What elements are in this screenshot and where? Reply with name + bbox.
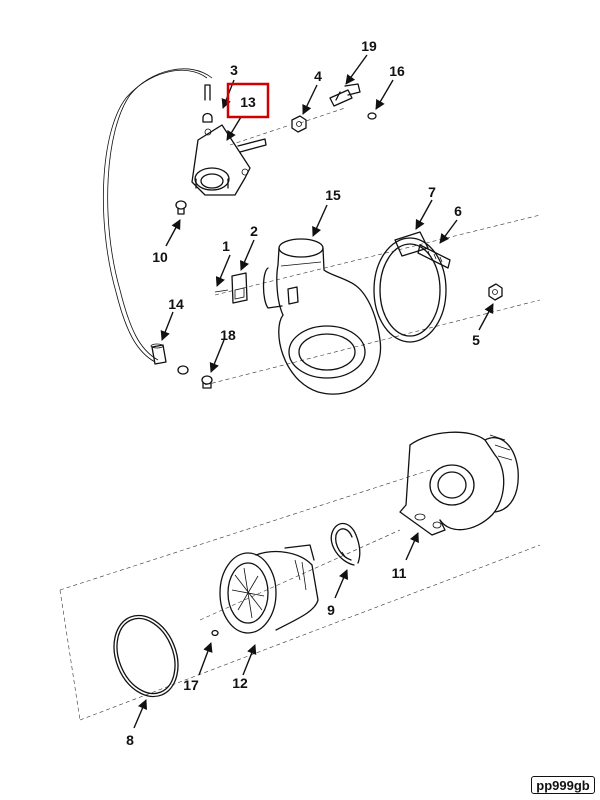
actuator-hose [107,68,213,361]
callout-6: 6 [454,203,462,219]
callout-13-highlight-box [226,82,270,119]
callout-8: 8 [126,732,134,748]
callout-15: 15 [325,187,341,203]
callout-3: 3 [230,62,238,78]
callout-1: 1 [222,238,230,254]
callout-13: 13 [240,94,256,110]
callout-11: 11 [392,565,407,581]
part-1-pin [214,289,229,293]
part-15-compressor-housing [262,238,382,395]
part-16-o-ring [367,112,377,120]
drawing-code-tag: pp999gb [531,776,595,794]
part-2-plate [231,272,248,304]
part-8-o-ring [113,614,179,698]
callout-19: 19 [361,38,377,54]
part-6-t-bolt [417,244,451,269]
callout-14: 14 [168,296,184,312]
part-14-sleeve [150,343,167,365]
callout-9: 9 [327,602,335,618]
callout-labels: 1 2 3 4 5 6 7 8 9 10 11 12 13 14 15 16 1… [126,38,480,748]
callout-12: 12 [232,675,248,691]
callout-2: 2 [250,223,258,239]
part-18-screws [177,365,213,389]
part-4-nut [291,115,307,133]
part-9-snap-ring [330,522,361,566]
callout-7: 7 [428,184,436,200]
part-5-nut [488,283,503,301]
assembly-guide-lines [59,107,541,721]
part-11-turbine-housing [399,431,519,536]
callout-18: 18 [220,327,236,343]
callout-16: 16 [389,63,405,79]
callout-10: 10 [152,249,168,265]
part-3-clip [202,84,213,123]
part-17-pin [211,629,219,637]
callout-5: 5 [472,332,480,348]
part-7-v-band-clamp [373,231,447,343]
leader-arrows [133,54,494,729]
callout-4: 4 [314,68,322,84]
callout-17: 17 [183,677,199,693]
part-12-rotor-assembly [219,544,319,634]
part-19-fitting [329,83,361,107]
part-10-screw [175,200,187,215]
